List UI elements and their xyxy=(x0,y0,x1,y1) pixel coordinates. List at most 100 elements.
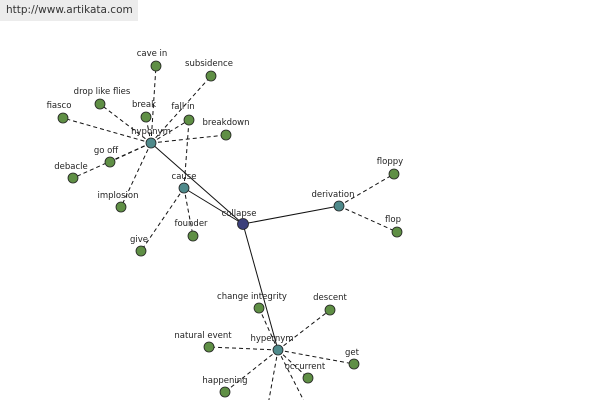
node-layer: collapse hyponym cause derivation hypernym ca… xyxy=(47,49,403,398)
node-label: happening xyxy=(202,376,247,386)
node-dot[interactable] xyxy=(67,172,79,184)
edge-hyper-happening xyxy=(224,349,279,393)
node-natural[interactable]: natural event xyxy=(174,331,232,353)
node-label: natural event xyxy=(174,331,232,341)
node-dot[interactable] xyxy=(140,111,152,123)
node-label: founder xyxy=(174,219,208,229)
edge-collapse-hypo xyxy=(150,142,244,225)
node-dot[interactable] xyxy=(253,302,265,314)
node-label: implosion xyxy=(98,191,139,201)
node-collapse[interactable]: collapse xyxy=(222,209,257,230)
edge-collapse-cause xyxy=(183,187,244,225)
node-label: collapse xyxy=(222,209,257,219)
node-label: derivation xyxy=(311,190,354,200)
node-dot[interactable] xyxy=(178,182,190,194)
node-label: subsidence xyxy=(185,59,233,69)
node-drop[interactable]: drop like flies xyxy=(74,87,131,110)
node-dot[interactable] xyxy=(205,70,217,82)
edge-hypo-cave_in xyxy=(150,65,157,144)
edge-collapse-deriv xyxy=(242,205,340,225)
node-give[interactable]: give xyxy=(130,235,148,257)
node-dot[interactable] xyxy=(183,114,195,126)
node-go-off[interactable]: go off xyxy=(94,146,119,168)
node-label: descent xyxy=(313,293,347,303)
node-label: drop like flies xyxy=(74,87,131,97)
node-descent[interactable]: descent xyxy=(313,293,347,316)
node-label: debacle xyxy=(54,162,88,172)
node-dot[interactable] xyxy=(219,386,231,398)
node-dot[interactable] xyxy=(203,341,215,353)
node-cave-in[interactable]: cave in xyxy=(137,49,168,72)
edge-cause-give xyxy=(140,187,185,252)
node-label: fall in xyxy=(171,102,194,112)
edge-cause-founder xyxy=(183,187,194,237)
node-occurrent[interactable]: occurrent xyxy=(285,362,326,384)
node-cause[interactable]: cause xyxy=(172,172,197,194)
url-text: http://www.artikata.com xyxy=(6,4,133,16)
node-label: occurrent xyxy=(285,362,326,372)
node-dot[interactable] xyxy=(333,200,345,212)
node-label: breakdown xyxy=(203,118,250,128)
node-label: fiasco xyxy=(47,101,72,111)
node-label: flop xyxy=(385,215,401,225)
edge-hyper-get xyxy=(277,349,355,365)
node-dot[interactable] xyxy=(115,201,127,213)
node-dot[interactable] xyxy=(135,245,147,257)
edge-hyper-off1 xyxy=(268,349,279,400)
node-dot[interactable] xyxy=(388,168,400,180)
node-dot[interactable] xyxy=(187,230,199,242)
url-banner: http://www.artikata.com xyxy=(0,0,138,21)
node-hypo[interactable]: hyponym xyxy=(131,127,171,149)
edge-deriv-flop xyxy=(338,205,398,233)
node-fall-in[interactable]: fall in xyxy=(171,102,195,126)
node-label: hypernym xyxy=(250,334,293,344)
node-implosion[interactable]: implosion xyxy=(98,191,139,213)
node-flop[interactable]: flop xyxy=(385,215,403,238)
node-dot[interactable] xyxy=(57,112,69,124)
node-dot[interactable] xyxy=(104,156,116,168)
node-change[interactable]: change integrity xyxy=(217,292,287,314)
node-label: floppy xyxy=(377,157,403,167)
node-dot[interactable] xyxy=(391,226,403,238)
node-label: break xyxy=(132,100,156,110)
edge-hypo-implosion xyxy=(120,142,152,208)
node-deriv[interactable]: derivation xyxy=(311,190,355,212)
node-debacle[interactable]: debacle xyxy=(54,162,88,184)
node-label: hyponym xyxy=(131,127,171,137)
node-label: cave in xyxy=(137,49,168,59)
node-dot[interactable] xyxy=(302,372,314,384)
node-breakdown[interactable]: breakdown xyxy=(203,118,250,141)
edge-deriv-floppy xyxy=(338,173,395,207)
edge-hyper-off2 xyxy=(277,349,305,400)
node-label: get xyxy=(345,348,360,358)
node-happening[interactable]: happening xyxy=(202,376,248,398)
node-label: go off xyxy=(94,146,119,156)
edge-hyper-change xyxy=(258,307,279,351)
node-founder[interactable]: founder xyxy=(174,219,208,242)
node-dot[interactable] xyxy=(145,137,157,149)
node-dot[interactable] xyxy=(324,304,336,316)
node-dot[interactable] xyxy=(150,60,162,72)
node-break[interactable]: break xyxy=(132,100,156,123)
node-hyper[interactable]: hypernym xyxy=(250,334,294,356)
edge-hyper-natural xyxy=(208,346,279,351)
node-label: change integrity xyxy=(217,292,287,302)
node-label: give xyxy=(130,235,148,245)
edge-hypo-subsidence xyxy=(150,75,212,144)
node-get[interactable]: get xyxy=(345,348,360,370)
node-subsidence[interactable]: subsidence xyxy=(185,59,233,82)
edge-collapse-hyper xyxy=(242,223,279,351)
node-fiasco[interactable]: fiasco xyxy=(47,101,72,124)
node-dot[interactable] xyxy=(272,344,284,356)
node-dot[interactable] xyxy=(94,98,106,110)
edge-hypo-fiasco xyxy=(62,117,152,144)
edge-cause-fall_in xyxy=(183,119,190,189)
node-dot[interactable] xyxy=(220,129,232,141)
node-dot[interactable] xyxy=(237,218,249,230)
node-floppy[interactable]: floppy xyxy=(377,157,403,180)
edge-hypo-drop xyxy=(99,103,152,144)
edge-hyper-descent xyxy=(277,309,331,351)
edge-hypo-fall_in xyxy=(150,119,190,144)
node-dot[interactable] xyxy=(348,358,360,370)
